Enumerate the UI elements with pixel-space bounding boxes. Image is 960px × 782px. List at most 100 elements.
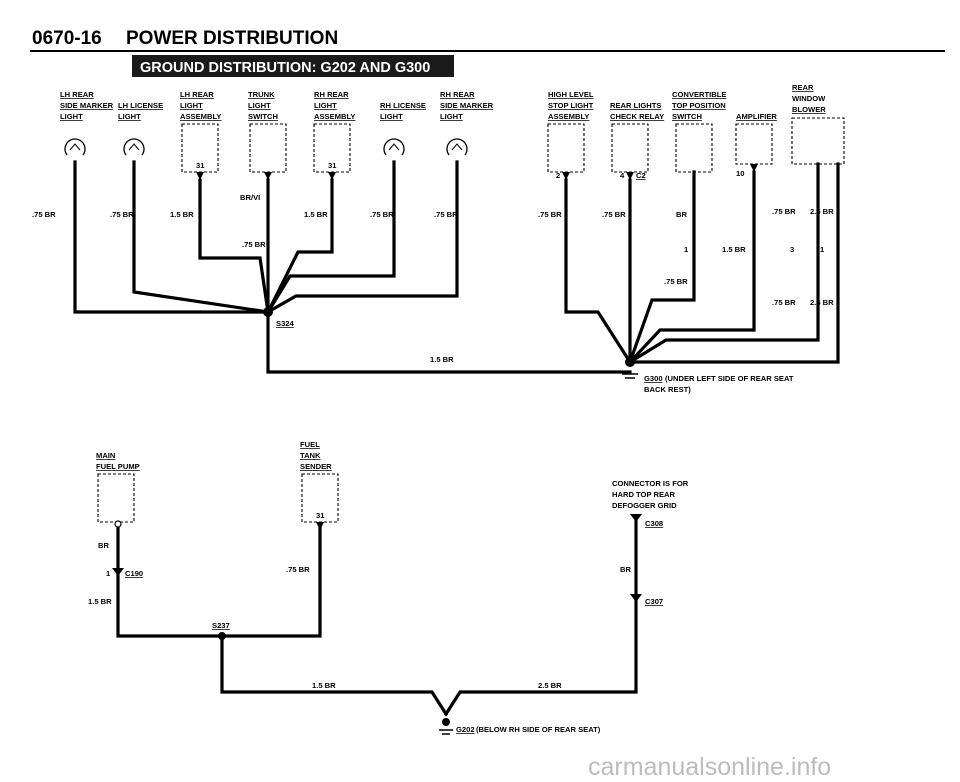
wire-label: BR [98,541,109,550]
svg-text:FUEL: FUEL [300,440,320,449]
svg-text:HARD TOP REAR: HARD TOP REAR [612,490,676,499]
svg-text:BLOWER: BLOWER [792,105,826,114]
ground-g300-id: G300 [644,374,663,383]
svg-text:LIGHT: LIGHT [180,101,203,110]
wire-label: 1.5 BR [304,210,328,219]
wire-label: .75 BR [538,210,562,219]
svg-text:AMPLIFIER: AMPLIFIER [736,112,777,121]
svg-text:SIDE MARKER: SIDE MARKER [440,101,494,110]
wire-label: 1.5 BR [312,681,336,690]
rear-lights-check-box [611,123,649,173]
svg-text:STOP LIGHT: STOP LIGHT [548,101,594,110]
ground-g202-dot [442,718,450,726]
fuel-tank-sender-label: FUEL TANK SENDER [300,440,332,471]
trunk-switch-box [249,123,287,173]
rear-window-blower-box [791,117,845,165]
fuel-sender-arrow [316,522,324,530]
svg-text:SENDER: SENDER [300,462,332,471]
relay-connector: C2 [636,171,646,180]
watermark: carmanualsonline.info [588,753,831,781]
svg-text:TRUNK: TRUNK [248,90,275,99]
svg-text:REAR LIGHTS: REAR LIGHTS [610,101,661,110]
svg-text:LIGHT: LIGHT [118,112,141,121]
svg-text:RH REAR: RH REAR [440,90,475,99]
wire-label: .75 BR [602,210,626,219]
lh-side-marker-label: LH REAR SIDE MARKER LIGHT [60,90,114,121]
high-level-stop-box [547,123,585,173]
svg-text:SWITCH: SWITCH [672,112,702,121]
ground-g300-desc: (UNDER LEFT SIDE OF REAR SEAT [665,374,794,383]
section-title: POWER DISTRIBUTION [126,28,338,49]
amplifier-label: AMPLIFIER [736,112,777,121]
wires-s324 [73,160,632,374]
svg-text:LH LICENSE: LH LICENSE [118,101,163,110]
page-number: 0670-16 [32,28,102,49]
blower-pin-1: 1 [820,245,825,254]
wire-label: 2.5 BR [538,681,562,690]
wires-g202 [116,518,638,717]
rh-license-bulb-icon [383,138,405,156]
splice-s324-dot [263,307,273,317]
svg-text:ASSEMBLY: ASSEMBLY [180,112,222,121]
main-fuel-pump-label: MAIN FUEL PUMP [96,451,140,471]
connector-note: CONNECTOR IS FOR HARD TOP REAR DEFOGGER … [612,479,689,510]
c190-icon [112,568,124,576]
wire-label: .75 BR [110,210,134,219]
svg-text:SWITCH: SWITCH [248,112,278,121]
rh-side-marker-bulb-icon [446,138,468,156]
connector-c190: C190 [125,569,143,578]
wire-label: .75 BR [772,207,796,216]
svg-text:CONNECTOR IS FOR: CONNECTOR IS FOR [612,479,689,488]
rh-license-label: RH LICENSE LIGHT [380,101,426,121]
ground-g300-dot [625,357,635,367]
svg-text:RH REAR: RH REAR [314,90,349,99]
ground-g300-desc2: BACK REST) [644,385,691,394]
svg-text:HIGH LEVEL: HIGH LEVEL [548,90,594,99]
rear-lights-check-label: REAR LIGHTS CHECK RELAY [610,101,664,121]
conv-pin: 1 [684,245,689,254]
amplifier-box [735,123,773,165]
wire-label: .75 BR [434,210,458,219]
hl-stop-pin: 2 [556,171,560,180]
fuel-pump-pin: 1 [106,569,111,578]
wire-label: 2.5 BR [810,298,834,307]
title-banner [132,55,454,77]
svg-text:WINDOW: WINDOW [792,94,826,103]
svg-text:LIGHT: LIGHT [314,101,337,110]
wires-g300 [564,162,840,365]
main-fuel-pump-box [97,473,135,523]
svg-text:LIGHT: LIGHT [60,112,83,121]
svg-text:DEFOGGER GRID: DEFOGGER GRID [612,501,677,510]
ground-g300-icon [622,373,638,379]
wire-label: BR [620,565,631,574]
wire-label: 1.5 BR [722,245,746,254]
ground-g202-desc: (BELOW RH SIDE OF REAR SEAT) [476,725,601,734]
svg-text:LIGHT: LIGHT [380,112,403,121]
relay-pin: 4 [620,171,625,180]
lh-license-bulb-icon [123,138,145,156]
splice-s324: S324 [276,319,295,328]
connector-c308: C308 [645,519,663,528]
c307-icon [630,594,642,602]
wire-label: .75 BR [664,277,688,286]
svg-text:MAIN: MAIN [96,451,115,460]
svg-text:CONVERTIBLE: CONVERTIBLE [672,90,726,99]
trunk-switch-label: TRUNK LIGHT SWITCH [248,90,278,121]
svg-text:TANK: TANK [300,451,321,460]
svg-text:ASSEMBLY: ASSEMBLY [314,112,356,121]
wire-label: 1.5 BR [170,210,194,219]
wire-label: 1.5 BR [88,597,112,606]
rh-rear-light-label: RH REAR LIGHT ASSEMBLY [314,90,356,121]
wire-label: .75 BR [370,210,394,219]
svg-text:ASSEMBLY: ASSEMBLY [548,112,590,121]
lh-rear-pin: 31 [196,161,205,170]
lh-license-label: LH LICENSE LIGHT [118,101,163,121]
svg-text:FUEL PUMP: FUEL PUMP [96,462,140,471]
diagram-title: GROUND DISTRIBUTION: G202 AND G300 [140,60,430,76]
convertible-top-label: CONVERTIBLE TOP POSITION SWITCH [672,90,726,121]
splice-s237: S237 [212,621,230,630]
rh-side-marker-label: RH REAR SIDE MARKER LIGHT [440,90,494,121]
c308-arrow [630,514,642,522]
svg-text:LIGHT: LIGHT [440,112,463,121]
